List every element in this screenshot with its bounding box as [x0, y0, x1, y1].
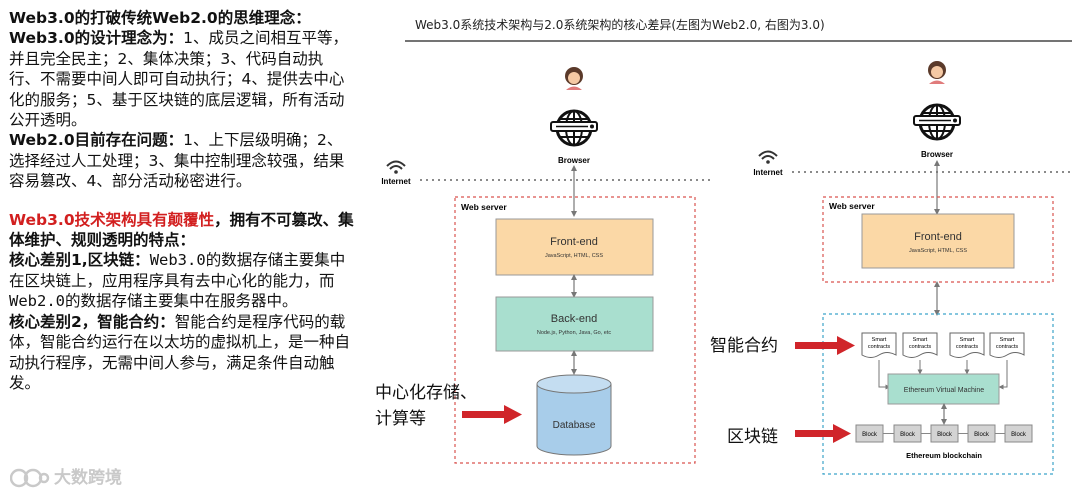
frontend-sub-right: JavaScript, HTML, CSS: [909, 248, 967, 254]
frontend-box-right: [861, 213, 1015, 269]
smart-contract-2: Smart contracts: [902, 332, 938, 358]
diagram-caption: Web3.0系统技术架构与2.0系统架构的核心差异(左图为Web2.0, 右图为…: [415, 17, 825, 32]
heading: Web3.0的打破传统Web2.0的思维理念：: [9, 9, 311, 27]
web-server-label-right: Web server: [829, 201, 875, 211]
wifi-icon-right: [758, 150, 778, 165]
diff2-text: 智能合约是程序代码的载体，智能合约运行在以太坊的虚拟机上，是一种自动执行程序，无…: [9, 312, 351, 392]
database-label: Database: [553, 420, 596, 431]
block-4-label: Block: [974, 432, 990, 438]
browser-label: Browser: [558, 156, 590, 165]
backend-box: [495, 296, 654, 352]
blockchain-blocks: [855, 424, 1033, 443]
annotation-blockchain: 区块链: [727, 427, 778, 447]
contract-connectors: [878, 360, 1008, 390]
diff1-label: 核心差别1,区块链：: [9, 251, 150, 270]
smart-contract-3: Smart contracts: [949, 332, 985, 358]
svg-text:Smart: Smart: [1000, 337, 1015, 343]
web-server-label: Web server: [461, 202, 507, 212]
evm-label: Ethereum Virtual Machine: [904, 387, 985, 394]
browser-globe-icon: [549, 109, 599, 147]
diff1-web2: Web2.0: [9, 292, 65, 311]
web3-concept-label: Web3.0的设计理念为：: [9, 29, 184, 48]
diff1-web3: Web3.0: [149, 251, 206, 270]
smart-contract-4: Smart contracts: [989, 332, 1025, 358]
svg-text:contracts: contracts: [956, 344, 979, 350]
red-arrow-database: [462, 405, 522, 424]
web-server-box-right: [822, 196, 1054, 283]
red-arrow-blockchain: [795, 424, 851, 443]
annotation-smart-contract: 智能合约: [710, 336, 778, 356]
user-icon-right: [928, 61, 946, 84]
blockchain-label: Ethereum blockchain: [906, 451, 982, 460]
watermark: 大数跨境: [10, 463, 122, 489]
disruptive-red-text: Web3.0技术架构具有颠覆性: [9, 210, 215, 229]
internet-label-right: Internet: [753, 168, 783, 177]
annotation-centralized-1: 中心化存储、: [375, 383, 477, 403]
diff2-label: 核心差别2，智能合约：: [9, 312, 175, 331]
diff1-text-b: 的数据存储主要集中在区块链上，应用程序具有去中心化的能力，而: [9, 251, 346, 290]
svg-text:contracts: contracts: [909, 344, 932, 350]
wifi-icon: [386, 160, 406, 175]
browser-label-right: Browser: [921, 150, 953, 159]
block-2-label: Block: [900, 432, 916, 438]
web2-problem-text: 1、上下层级明确；2、选择经过人工处理；3、集中控制理念较强，结果容易篡改、4、…: [9, 131, 345, 191]
diff1-text-d: 的数据存储主要集中在服务器中。: [65, 292, 298, 311]
block-5-label: Block: [1011, 432, 1027, 438]
block-3-label: Block: [937, 432, 953, 438]
svg-text:Smart: Smart: [960, 337, 975, 343]
evm-box: [887, 373, 1000, 405]
web-server-box: [454, 196, 696, 464]
backend-sub: Node.js, Python, Java, Go, etc: [537, 330, 612, 336]
left-text-panel: Web3.0的打破传统Web2.0的思维理念： Web3.0的设计理念为：1、成…: [9, 8, 354, 393]
svg-text:Smart: Smart: [913, 337, 928, 343]
web3-concept-text: 1、成员之间相互平等，并且完全民主；2、集体决策；3、代码自动执行、不需要中间人…: [9, 29, 348, 130]
block-1-label: Block: [862, 432, 878, 438]
frontend-label-right: Front-end: [914, 231, 962, 243]
red-arrow-smart-contract: [795, 336, 855, 355]
blockchain-box: [822, 313, 1054, 475]
frontend-box: [495, 218, 654, 276]
user-icon: [565, 67, 583, 90]
smart-contract-1: Smart contracts: [861, 332, 897, 358]
browser-globe-icon-right: [912, 103, 962, 141]
frontend-label: Front-end: [550, 236, 598, 248]
watermark-text: 大数跨境: [54, 468, 122, 488]
svg-text:contracts: contracts: [868, 344, 891, 350]
svg-text:Smart: Smart: [872, 337, 887, 343]
internet-label: Internet: [381, 177, 411, 186]
web2-problem-label: Web2.0目前存在问题：: [9, 131, 184, 150]
annotation-centralized-2: 计算等: [375, 409, 426, 429]
backend-label: Back-end: [551, 313, 597, 325]
database-cylinder: [536, 374, 612, 456]
svg-text:contracts: contracts: [996, 344, 1019, 350]
disruptive-text: ，拥有不可篡改、集体维护、规则透明的特点：: [9, 210, 354, 250]
frontend-sub: JavaScript, HTML, CSS: [545, 253, 603, 259]
watermark-logo-icon: [10, 468, 50, 488]
